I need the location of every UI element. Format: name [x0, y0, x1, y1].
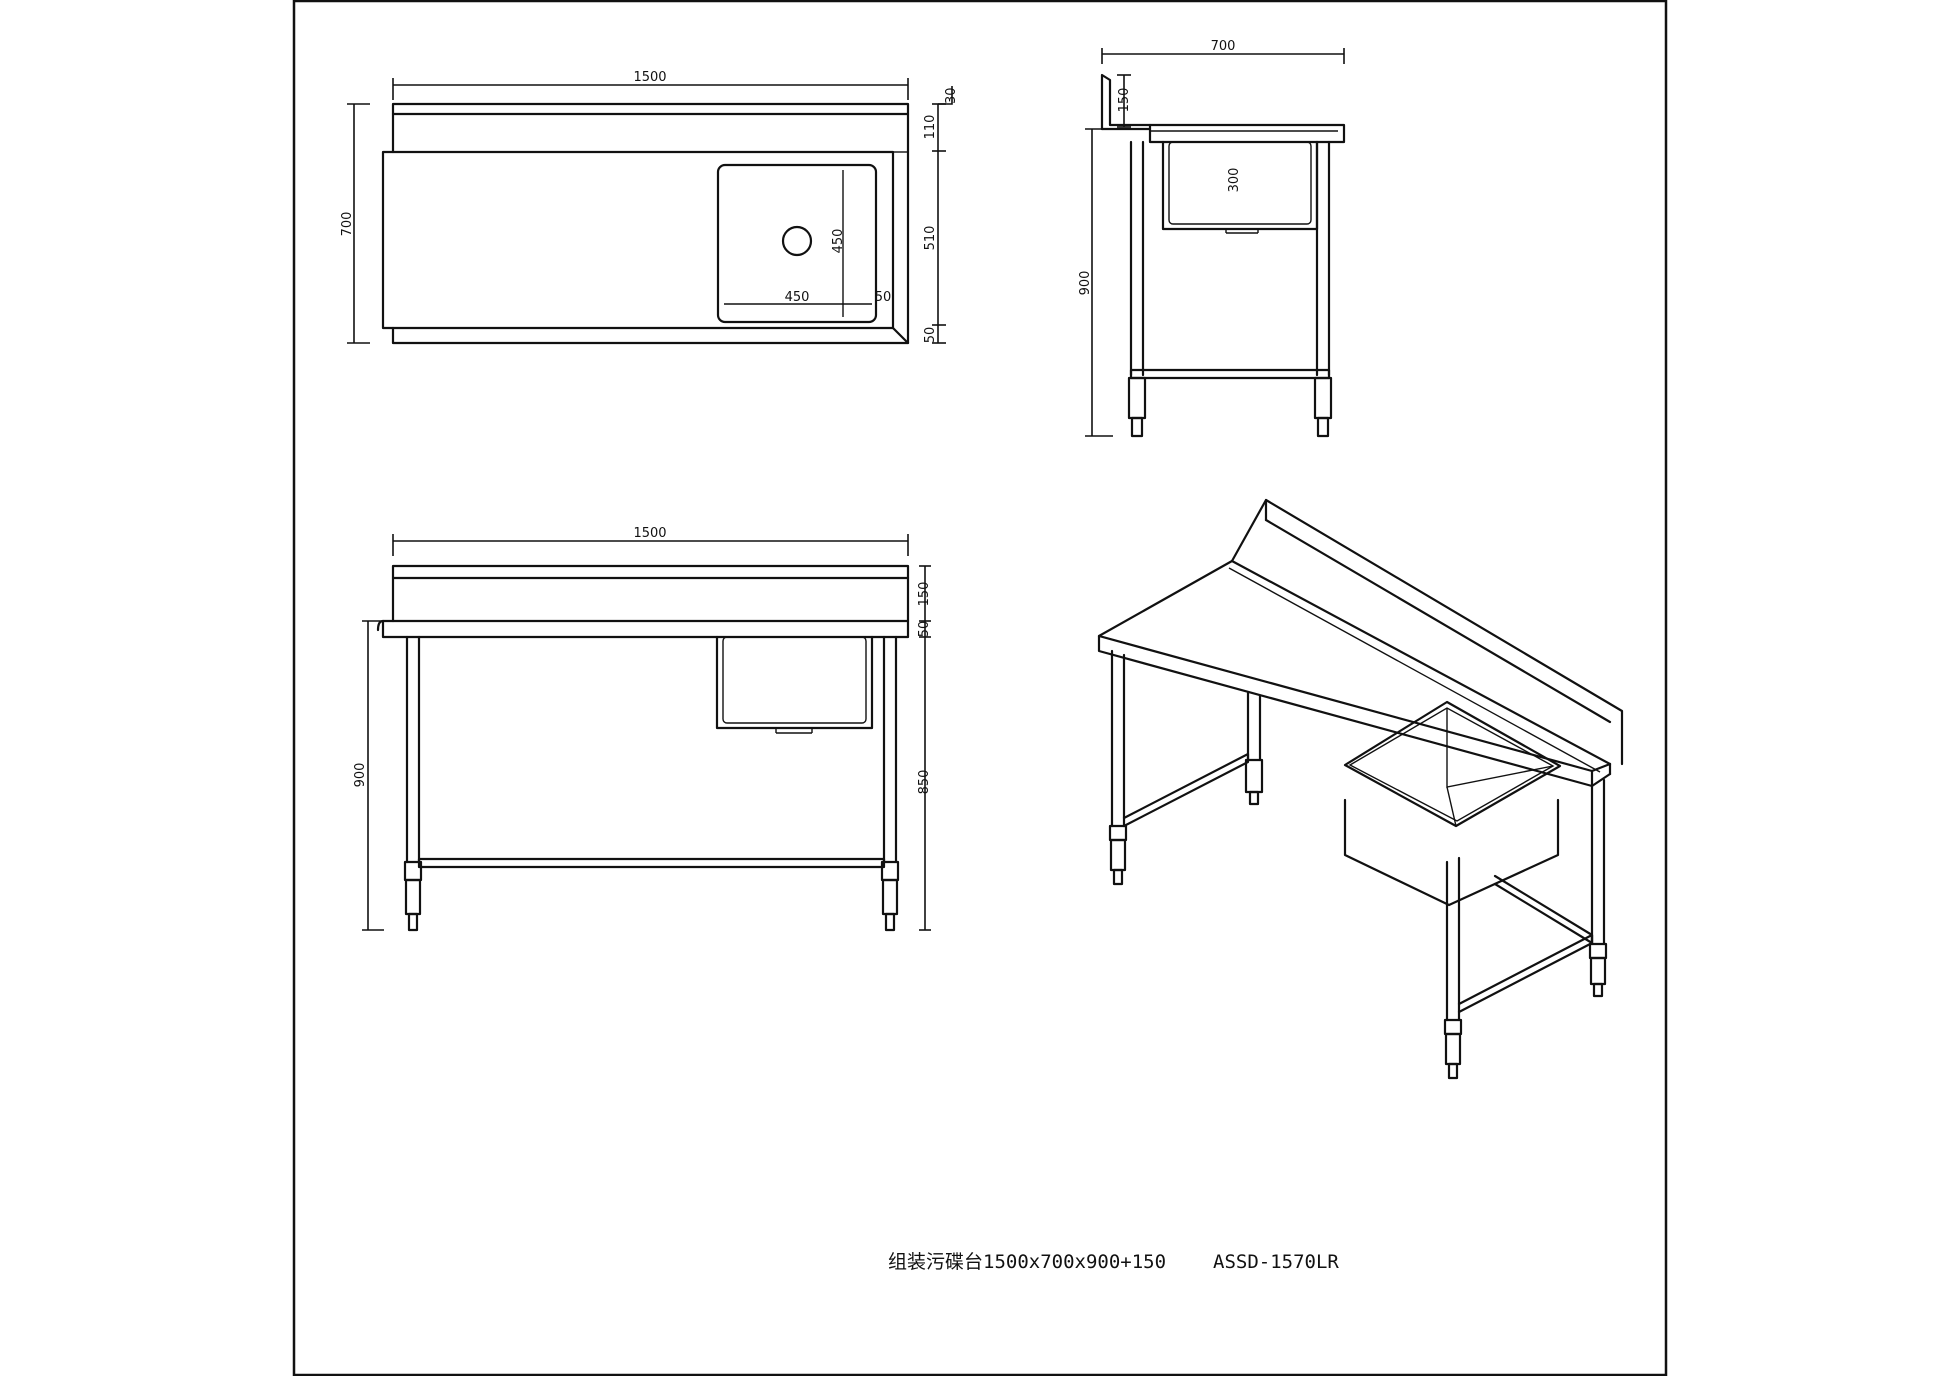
sink-outline	[716, 163, 878, 324]
drain-hole	[781, 225, 813, 257]
dim-label-side-900: 900	[1078, 271, 1093, 296]
side-view-depth-dimension: 700	[1101, 39, 1345, 64]
dim-label-side-150: 150	[1117, 88, 1132, 113]
dim-label-510: 510	[923, 226, 938, 251]
dim-label-110: 110	[923, 115, 938, 140]
isometric-view	[1097, 498, 1624, 1080]
top-view-depth-dimension: 700	[340, 103, 370, 344]
dim-label-front-900: 900	[353, 763, 368, 788]
side-view: 700 150 900 300	[1078, 39, 1346, 438]
dim-label-front-1500: 1500	[633, 526, 666, 541]
front-view-right-dimensions: 150 50 850	[917, 565, 932, 931]
side-view-body: 300	[1100, 73, 1346, 438]
dim-label-sink-gap: 50	[875, 290, 892, 305]
front-view: 1500 900 150 50 850	[353, 526, 932, 932]
dim-label-front-150: 150	[917, 582, 932, 607]
drawing-frame	[292, 0, 1668, 1376]
dim-label-sink-300: 300	[1227, 168, 1242, 193]
side-view-upstand-dimension: 150	[1117, 74, 1132, 128]
caption: 组装污碟台1500x700x900+150 ASSD-1570LR	[888, 1251, 1339, 1273]
top-view: 1500 700 30 110 510 50	[340, 70, 959, 345]
dim-label-sink-width: 450	[785, 290, 810, 305]
front-view-height-dimension: 900	[353, 620, 384, 931]
front-view-width-dimension: 1500	[392, 526, 909, 556]
dim-label-front-850: 850	[917, 770, 932, 795]
side-view-height-dimension: 900	[1078, 128, 1113, 437]
front-view-body	[376, 564, 910, 932]
dim-label-700: 700	[340, 212, 355, 237]
dim-label-50: 50	[923, 327, 938, 344]
top-view-width-dimension: 1500	[392, 70, 909, 100]
caption-model: ASSD-1570LR	[1213, 1251, 1339, 1273]
dim-label-side-700: 700	[1211, 39, 1236, 54]
dim-label-front-50: 50	[917, 621, 932, 638]
top-view-right-dimensions: 30 110 510 50	[923, 86, 959, 344]
dim-label-sink-depth: 450	[831, 229, 846, 254]
iso-sink-opening	[1343, 700, 1562, 828]
dim-label-1500: 1500	[633, 70, 666, 85]
caption-title: 组装污碟台1500x700x900+150	[888, 1251, 1166, 1273]
top-view-body: 450 450 50	[381, 102, 910, 345]
dim-label-30: 30	[944, 87, 959, 104]
